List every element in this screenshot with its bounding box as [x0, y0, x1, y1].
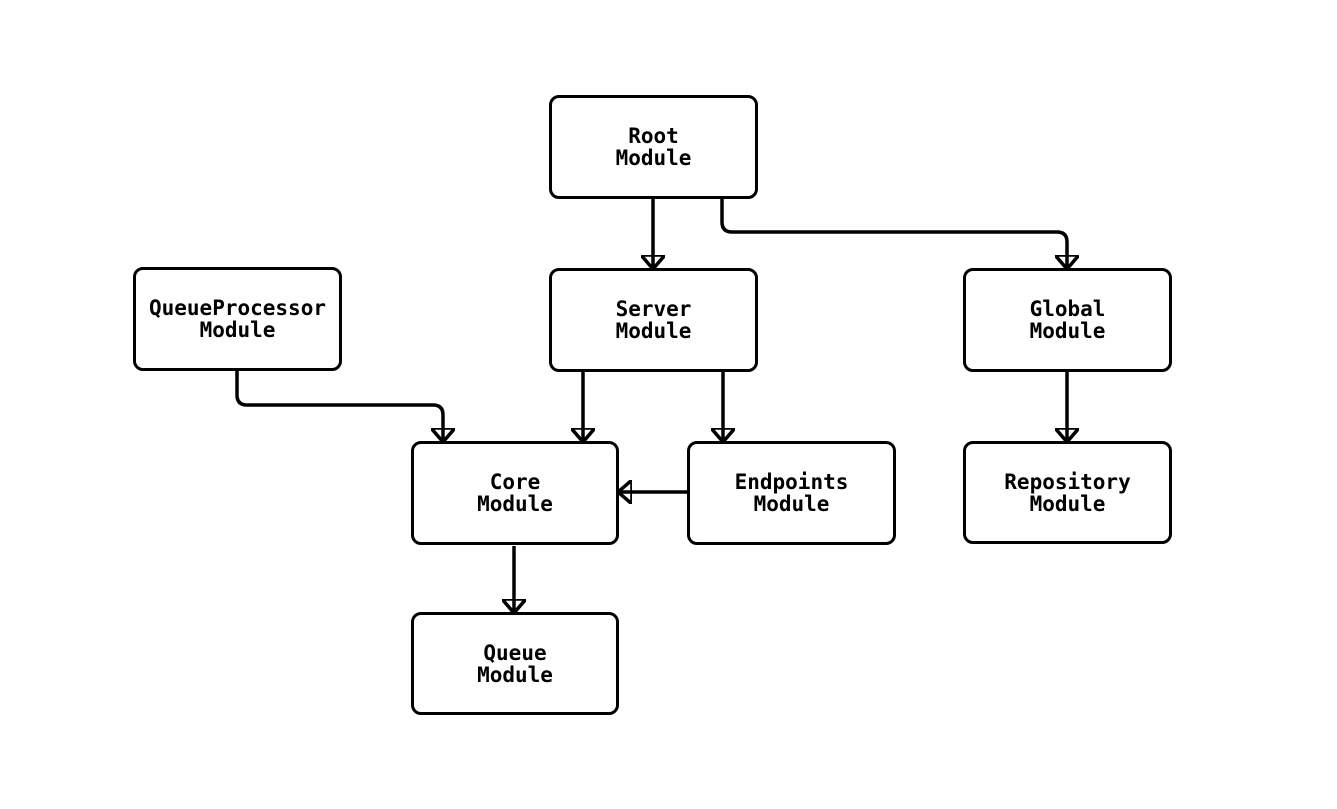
node-label: Root — [628, 124, 679, 148]
node-queueprocessor-module: QueueProcessor Module — [133, 267, 342, 371]
node-label: Module — [477, 662, 553, 687]
node-label: Core — [489, 470, 541, 494]
node-label: Module — [615, 319, 692, 343]
edge-root-to-global — [720, 199, 1067, 268]
node-global-module: Global Module — [963, 268, 1172, 372]
node-root-module: Root Module — [549, 95, 758, 199]
node-label: Module — [753, 492, 830, 516]
node-label: Module — [199, 318, 276, 342]
edge-queueprocessor-to-core — [235, 371, 443, 441]
node-core-module: Core Module — [411, 441, 619, 545]
node-label: Repository — [1004, 469, 1131, 494]
node-label: Queue — [483, 640, 547, 665]
node-server-module: Server Module — [549, 268, 758, 372]
node-endpoints-module: Endpoints Module — [687, 441, 896, 545]
node-label: Module — [1029, 491, 1106, 516]
node-label: Endpoints — [734, 470, 849, 494]
node-label: QueueProcessor — [148, 296, 326, 320]
node-label: Global — [1029, 297, 1106, 321]
node-label: Module — [477, 492, 553, 516]
node-label: Module — [1029, 319, 1106, 343]
node-label: Server — [615, 297, 692, 321]
node-label: Module — [615, 146, 692, 170]
node-repository-module: Repository Module — [963, 441, 1172, 544]
node-queue-module: Queue Module — [411, 612, 619, 715]
